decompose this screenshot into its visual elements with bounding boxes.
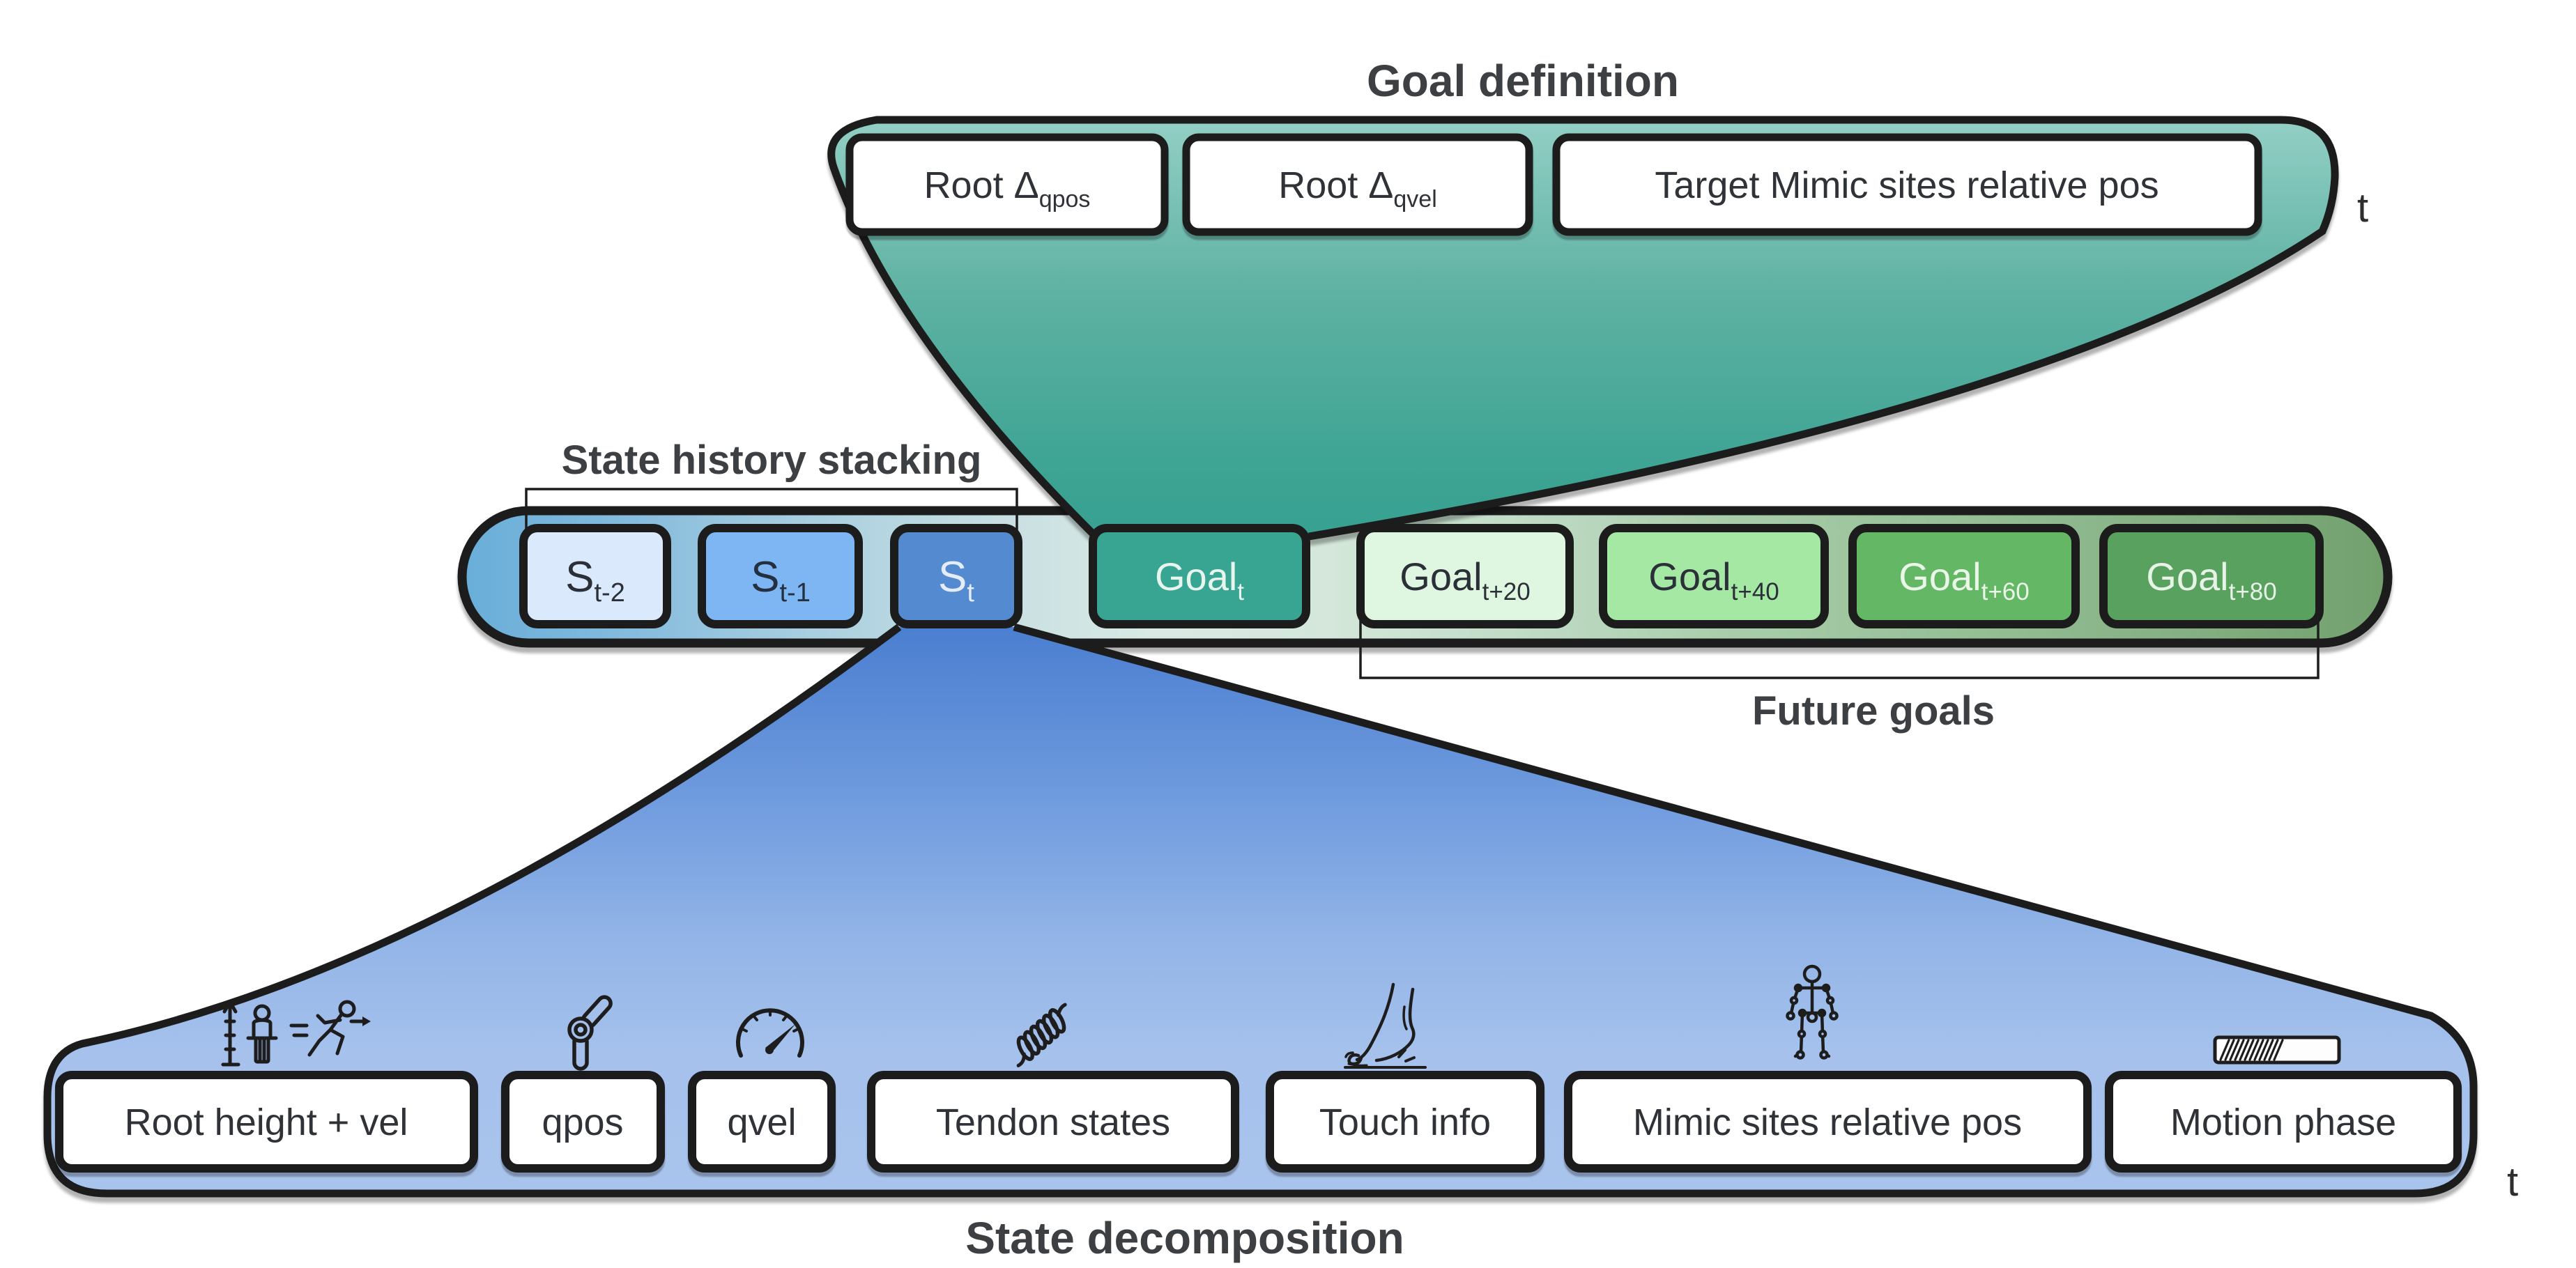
root-dqpos-label: Root Δqpos [924, 164, 1091, 212]
state-history-stacking-title: State history stacking [562, 438, 982, 483]
goal-box-t-label: Goalt [1155, 555, 1244, 605]
state-box-root-height-vel: Root height + vel [55, 1071, 478, 1173]
state-box-tendon-states: Tendon states [867, 1071, 1239, 1173]
goal-box-t40: Goalt+40 [1599, 524, 1829, 628]
state-box-st-2-label: St-2 [565, 553, 625, 608]
mimic-sites-label: Mimic sites relative pos [1633, 1101, 2022, 1143]
qpos-label: qpos [542, 1101, 623, 1143]
state-decomposition-funnel [43, 623, 2478, 1198]
future-goals-bracket [1359, 620, 2320, 679]
height-and-velocity-icon [221, 1000, 371, 1067]
time-label-goal: t [2357, 185, 2368, 231]
target-mimic-label: Target Mimic sites relative pos [1655, 164, 2159, 206]
state-box-st-2: St-2 [519, 524, 671, 628]
state-box-st-label: St [938, 553, 974, 608]
state-box-st-1-label: St-1 [751, 553, 811, 608]
touch-info-label: Touch info [1319, 1101, 1491, 1143]
spring-icon [1016, 1003, 1067, 1067]
state-box-qvel: qvel [688, 1071, 836, 1173]
goal-box-t80: Goalt+80 [2099, 524, 2324, 628]
qvel-label: qvel [727, 1101, 796, 1143]
foot-touch-icon [1344, 982, 1427, 1069]
goal-box-t80-label: Goalt+80 [2146, 555, 2276, 605]
state-box-st-1: St-1 [698, 524, 863, 628]
goal-box-t40-label: Goalt+40 [1648, 555, 1779, 605]
goal-definition-box-root-dqvel: Root Δqvel [1182, 133, 1533, 236]
state-box-st: St [890, 524, 1022, 628]
goal-box-t60: Goalt+60 [1848, 524, 2080, 628]
tendon-states-label: Tendon states [936, 1101, 1170, 1143]
root-dqvel-label: Root Δqvel [1278, 164, 1437, 212]
state-box-qpos: qpos [501, 1071, 665, 1173]
speedometer-icon [736, 1008, 804, 1058]
root-height-vel-label: Root height + vel [125, 1101, 408, 1143]
state-box-mimic-sites: Mimic sites relative pos [1564, 1071, 2092, 1173]
goal-box-t20-label: Goalt+20 [1400, 555, 1530, 605]
time-label-state: t [2507, 1159, 2518, 1205]
goal-box-t20: Goalt+20 [1356, 524, 1574, 628]
goal-definition-box-target-mimic: Target Mimic sites relative pos [1552, 133, 2262, 236]
progress-bar-icon [2213, 1035, 2341, 1065]
goal-box-t60-label: Goalt+60 [1899, 555, 2029, 605]
motion-phase-label: Motion phase [2170, 1101, 2396, 1143]
joint-icon [567, 995, 613, 1071]
skeleton-icon [1786, 964, 1839, 1060]
state-box-motion-phase: Motion phase [2105, 1071, 2462, 1173]
future-goals-title: Future goals [1752, 688, 1995, 734]
goal-box-t: Goalt [1089, 524, 1310, 628]
goal-definition-box-root-dqpos: Root Δqpos [845, 133, 1169, 236]
state-box-touch-info: Touch info [1266, 1071, 1544, 1173]
state-decomposition-title: State decomposition [965, 1213, 1404, 1263]
goal-definition-title: Goal definition [1367, 56, 1679, 106]
